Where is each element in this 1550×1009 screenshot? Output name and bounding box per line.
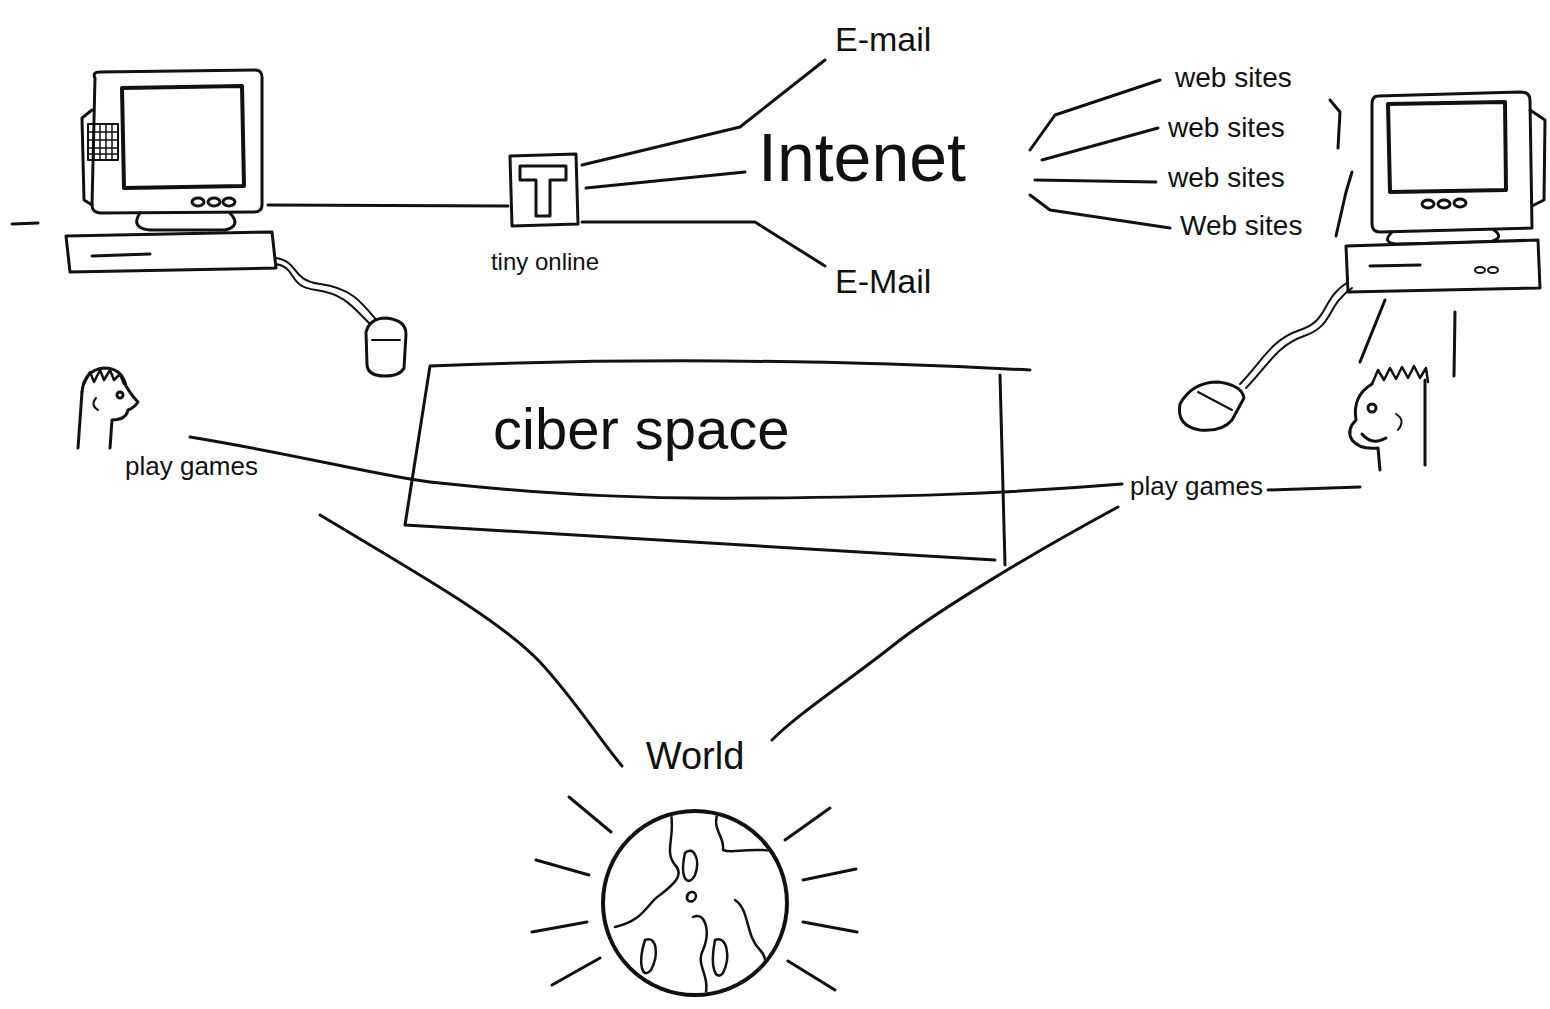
mouse-cable — [1246, 288, 1352, 388]
head-outline — [78, 392, 82, 448]
eye — [117, 392, 123, 398]
node-label: tiny online — [488, 248, 602, 276]
world-globe: World — [585, 735, 805, 1003]
button — [192, 198, 204, 206]
mouse-cable — [276, 258, 378, 322]
bracket-line — [1336, 172, 1352, 236]
button — [223, 198, 235, 206]
activity-label: play games — [125, 452, 258, 482]
globe — [603, 811, 787, 995]
left-person — [78, 368, 138, 448]
stroke-line — [1454, 312, 1455, 376]
internet-label: Intenet — [758, 118, 966, 196]
email-label: E-Mail — [835, 262, 931, 301]
region-outline — [405, 361, 1030, 565]
screen — [122, 86, 244, 188]
ciber-outline — [400, 360, 1040, 572]
smile — [1362, 434, 1386, 441]
stroke-line — [1360, 300, 1385, 362]
play-line — [1268, 487, 1360, 490]
node-label: World — [643, 735, 748, 779]
world-line — [320, 515, 622, 766]
monitor — [1372, 92, 1532, 232]
mouse — [1179, 382, 1244, 430]
continent-line — [713, 939, 727, 975]
cyberspace-region: ciber space — [400, 360, 1040, 572]
mouse-cable — [1240, 282, 1348, 384]
button — [1422, 200, 1434, 208]
monitor-side — [1530, 110, 1545, 206]
computer-base — [1346, 240, 1540, 292]
face-outline — [1350, 384, 1380, 470]
indicator — [1488, 267, 1498, 273]
monitor-stand — [137, 213, 235, 230]
ear — [1396, 414, 1402, 430]
leader-line — [586, 172, 745, 188]
drive-slot — [92, 254, 150, 256]
website-label: web sites — [1175, 62, 1292, 94]
eye — [1368, 404, 1376, 412]
activity-label: play games — [1130, 472, 1263, 502]
screen — [1388, 102, 1506, 192]
continent-line — [735, 900, 765, 991]
head-outline — [1424, 380, 1427, 465]
button — [1454, 199, 1466, 207]
vent-grid — [88, 124, 118, 160]
mouse-cable — [276, 264, 370, 324]
email-label: E-mail — [835, 20, 931, 59]
ear — [93, 398, 98, 410]
continent-line — [716, 809, 790, 853]
head-outline — [82, 368, 138, 448]
device-box — [510, 154, 578, 226]
right-person — [1350, 366, 1428, 470]
continent-line — [641, 939, 656, 973]
continent-line — [693, 916, 707, 997]
indicator — [1475, 267, 1485, 273]
drive-slot — [1370, 265, 1420, 266]
hair — [84, 370, 124, 384]
website-label: Web sites — [1180, 210, 1302, 242]
world-line — [772, 507, 1118, 740]
hair — [1372, 366, 1428, 384]
connection-line — [268, 205, 508, 206]
leader-line — [582, 222, 825, 266]
left-computer — [12, 70, 508, 376]
network-lines — [582, 60, 1170, 266]
button — [1438, 200, 1450, 208]
node-label: ciber space — [490, 396, 793, 463]
website-label: web sites — [1168, 162, 1285, 194]
connection-lines — [190, 437, 1360, 766]
leader-line — [1030, 80, 1160, 150]
continents — [615, 809, 790, 997]
tiny-online-box: tiny online — [470, 150, 620, 278]
button — [208, 198, 220, 206]
continent-line — [615, 809, 679, 927]
continent-line — [683, 851, 697, 881]
letter-t-symbol — [520, 166, 566, 216]
vent-grid-lines — [88, 124, 118, 160]
computer-base — [66, 232, 276, 272]
continent-line — [687, 892, 696, 901]
dash-mark — [12, 223, 38, 224]
mouse-button-line — [372, 339, 400, 341]
leader-line — [1030, 195, 1170, 228]
website-label: web sites — [1168, 112, 1285, 144]
bracket-line — [1330, 100, 1340, 148]
leader-line — [1035, 180, 1156, 182]
mouse-button-line — [1198, 392, 1232, 410]
mouse — [366, 318, 406, 376]
leader-line — [1042, 128, 1158, 160]
